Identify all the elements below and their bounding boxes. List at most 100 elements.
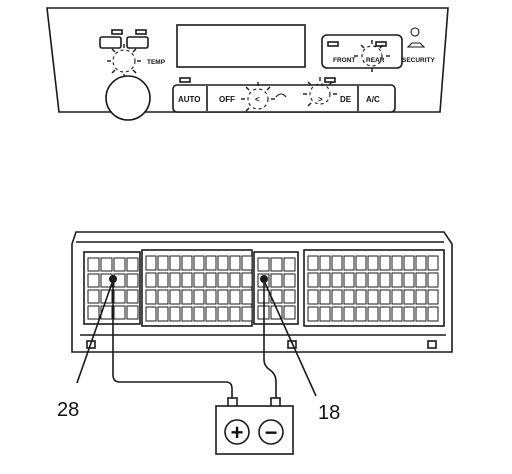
blink-indicator-rear xyxy=(354,40,390,72)
pin-cavity xyxy=(229,289,241,305)
pin-cavity xyxy=(307,255,319,271)
pin-cavity xyxy=(145,255,157,271)
mode-right-button[interactable]: > xyxy=(318,95,323,104)
rear-defrost-button[interactable]: REAR xyxy=(366,57,385,64)
car-icon xyxy=(406,42,426,48)
pin-cavity xyxy=(403,289,415,305)
de-button[interactable]: DE xyxy=(340,95,352,104)
pin-cavity xyxy=(391,272,403,288)
battery: + − xyxy=(215,397,294,455)
pin-cavity xyxy=(283,305,296,320)
pin-cavity xyxy=(205,306,217,322)
pin-cavity xyxy=(193,289,205,305)
pin-cavity xyxy=(367,306,379,322)
pin-cavity xyxy=(157,306,169,322)
pin-cavity xyxy=(169,306,181,322)
pin-cavity xyxy=(100,257,113,272)
pin-cavity xyxy=(126,289,139,304)
ac-button[interactable]: A/C xyxy=(366,95,380,104)
blink-indicator-mode-right xyxy=(303,77,337,107)
security-label: SECURITY xyxy=(402,57,436,64)
pin-cavity xyxy=(355,255,367,271)
pin-cavity xyxy=(270,305,283,320)
pin-cavity xyxy=(307,272,319,288)
pin-cavity xyxy=(113,289,126,304)
front-defrost-button[interactable]: FRONT xyxy=(333,57,355,64)
pin-cavity xyxy=(193,255,205,271)
pin-cavity xyxy=(319,289,331,305)
ecu-connector xyxy=(71,231,453,353)
pin-cavity xyxy=(415,272,427,288)
terminal-18 xyxy=(260,275,268,283)
pin-cavity xyxy=(355,306,367,322)
connector-block-center xyxy=(141,249,253,327)
auto-button[interactable]: AUTO xyxy=(178,95,201,104)
pin-cavity xyxy=(87,305,100,320)
jumper-wires xyxy=(112,283,277,403)
pin-cavity xyxy=(257,257,270,272)
pin-cavity xyxy=(283,257,296,272)
wire-negative xyxy=(263,283,277,403)
pin-cavity xyxy=(283,273,296,288)
pin-cavity xyxy=(427,289,439,305)
pin-cavity xyxy=(145,272,157,288)
connector-block-right xyxy=(303,249,445,327)
pin-cavity xyxy=(319,306,331,322)
pin-cavity xyxy=(241,289,253,305)
fan-knob[interactable] xyxy=(105,75,151,121)
mode-icon xyxy=(275,93,287,98)
pin-cavity xyxy=(217,272,229,288)
temp-down-button[interactable] xyxy=(99,36,122,49)
pin-cavity xyxy=(193,272,205,288)
pin-cavity xyxy=(157,255,169,271)
pin-cavity xyxy=(270,257,283,272)
pin-cavity xyxy=(379,306,391,322)
pin-cavity xyxy=(181,306,193,322)
pin-cavity xyxy=(87,289,100,304)
pin-cavity xyxy=(87,273,100,288)
pin-cavity xyxy=(283,289,296,304)
pin-cavity xyxy=(113,257,126,272)
pin-cavity xyxy=(391,306,403,322)
pin-cavity xyxy=(181,272,193,288)
pin-cavity xyxy=(415,255,427,271)
negative-terminal-icon xyxy=(258,419,284,445)
connector-housing xyxy=(71,231,453,353)
pin-cavity xyxy=(205,272,217,288)
pin-cavity xyxy=(169,289,181,305)
pin-cavity xyxy=(343,289,355,305)
display-screen xyxy=(176,24,306,68)
pin-cavity xyxy=(157,272,169,288)
pin-cavity xyxy=(319,255,331,271)
callout-18: 18 xyxy=(318,402,340,424)
temp-label: TEMP xyxy=(147,59,166,66)
positive-terminal-icon xyxy=(224,419,250,445)
pin-cavity xyxy=(181,289,193,305)
pin-cavity xyxy=(229,255,241,271)
pin-cavity xyxy=(379,255,391,271)
pin-cavity xyxy=(391,289,403,305)
mounting-tab xyxy=(427,340,437,349)
temp-up-button[interactable] xyxy=(126,36,149,49)
pin-cavity xyxy=(145,289,157,305)
pin-cavity xyxy=(379,272,391,288)
pin-cavity xyxy=(403,306,415,322)
pin-cavity xyxy=(331,255,343,271)
pin-cavity xyxy=(169,255,181,271)
mode-left-button[interactable]: < xyxy=(255,95,260,104)
auto-led xyxy=(179,77,191,83)
pin-cavity xyxy=(343,255,355,271)
pin-cavity xyxy=(270,273,283,288)
rear-led xyxy=(375,41,387,47)
ac-led xyxy=(324,77,336,83)
pin-cavity xyxy=(415,306,427,322)
pin-cavity xyxy=(331,306,343,322)
pin-cavity xyxy=(241,255,253,271)
leader-line-28 xyxy=(76,282,113,384)
blink-indicator-temp xyxy=(107,44,141,78)
pin-cavity xyxy=(217,255,229,271)
off-button[interactable]: OFF xyxy=(219,95,235,104)
pin-cavity xyxy=(379,289,391,305)
pin-cavity xyxy=(205,289,217,305)
